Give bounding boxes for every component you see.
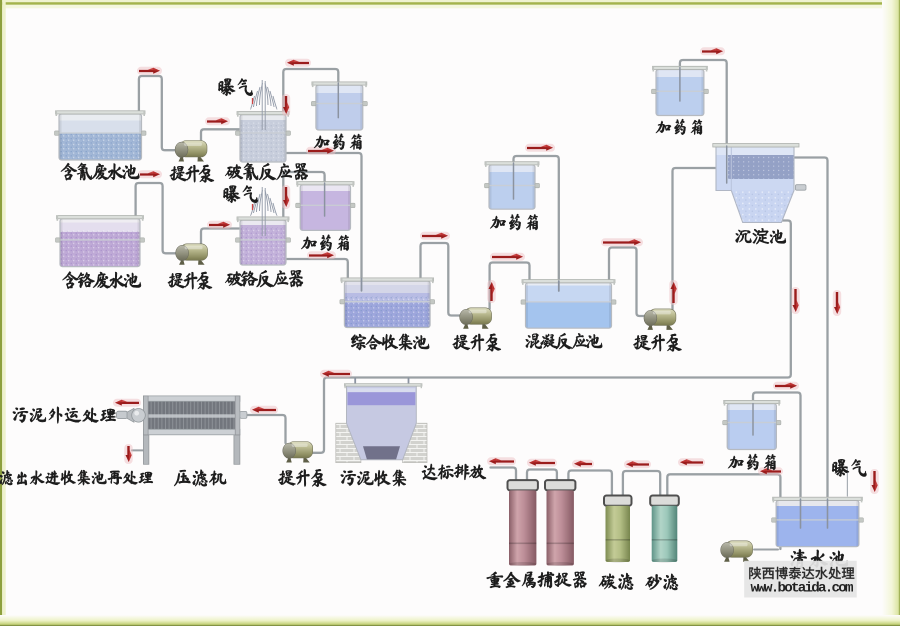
svg-text:www.botaida.com: www.botaida.com — [751, 581, 854, 597]
